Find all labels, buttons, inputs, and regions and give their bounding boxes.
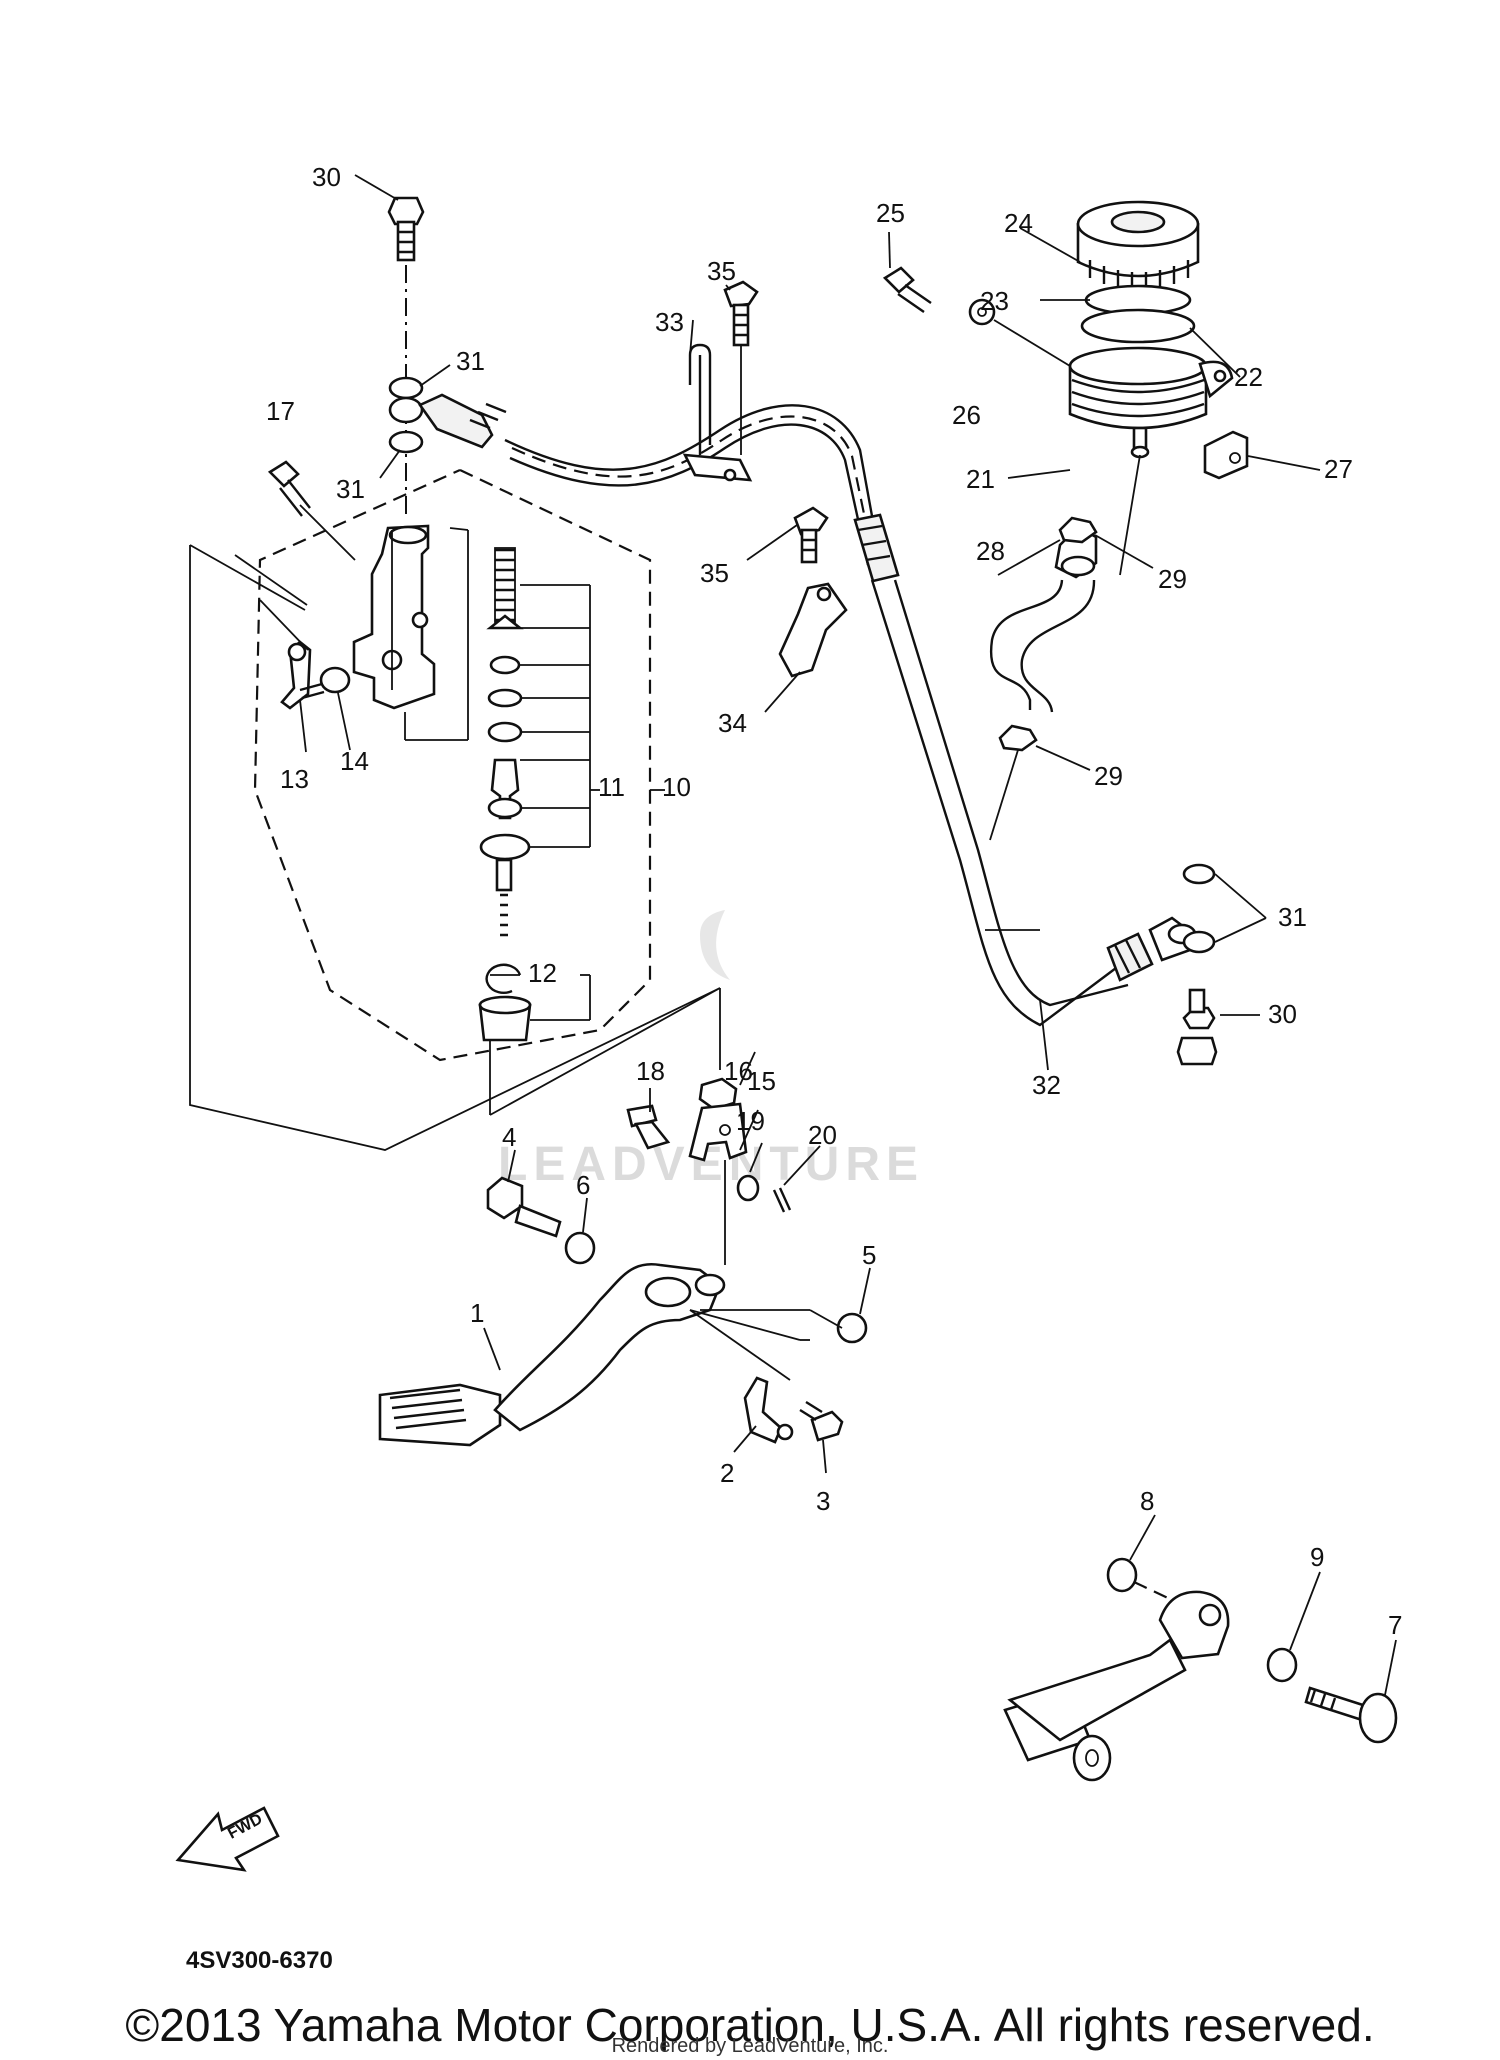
callout-12: 12 xyxy=(528,958,557,988)
callout-25: 25 xyxy=(876,198,905,228)
callout-35-top: 35 xyxy=(707,256,736,286)
callout-7: 7 xyxy=(1388,1610,1402,1640)
callout-34: 34 xyxy=(718,708,747,738)
callout-29-top: 29 xyxy=(1158,564,1187,594)
callout-3: 3 xyxy=(816,1486,830,1516)
reservoir-hose xyxy=(989,516,1098,841)
bolt-17 xyxy=(267,460,356,561)
joint-fitting xyxy=(234,554,351,710)
callout-16: 16 xyxy=(724,1056,753,1086)
callout-29-mid: 29 xyxy=(1094,761,1123,791)
callout-14: 14 xyxy=(340,746,369,776)
callout-24: 24 xyxy=(1004,208,1033,238)
piston-kit xyxy=(478,547,665,1042)
callout-18: 18 xyxy=(636,1056,665,1086)
watermark: LEADVENTURE xyxy=(498,910,924,1191)
callout-11: 11 xyxy=(598,772,625,802)
callout-33: 33 xyxy=(655,307,684,337)
callout-28: 28 xyxy=(976,536,1005,566)
callout-31-mid: 31 xyxy=(336,474,365,504)
diagram-code: 4SV300-6370 xyxy=(186,1947,333,1974)
callout-21: 21 xyxy=(966,464,995,494)
union-bolt-top xyxy=(387,196,425,520)
watermark-text: LEADVENTURE xyxy=(498,1138,924,1191)
callout-19: 19 xyxy=(736,1106,765,1136)
callout-5: 5 xyxy=(862,1240,876,1270)
callout-30-top: 30 xyxy=(312,162,341,192)
brake-hose xyxy=(418,393,1198,1027)
callout-2: 2 xyxy=(720,1458,734,1488)
callout-13: 13 xyxy=(280,764,309,794)
callout-4: 4 xyxy=(502,1122,516,1152)
master-cylinder-box xyxy=(189,468,721,1151)
callout-10: 10 xyxy=(662,772,691,802)
callout-23: 23 xyxy=(980,286,1009,316)
hose-guide xyxy=(778,582,848,678)
callout-17: 17 xyxy=(266,396,295,426)
master-cylinder-body xyxy=(352,524,469,741)
callout-35-mid: 35 xyxy=(700,558,729,588)
clevis-parts xyxy=(626,1077,792,1265)
callout-20: 20 xyxy=(808,1120,837,1150)
callout-31-top: 31 xyxy=(456,346,485,376)
pivot-bolt xyxy=(486,1176,596,1265)
leader-lines xyxy=(299,174,1397,1696)
callout-1: 1 xyxy=(470,1298,484,1328)
callout-32: 32 xyxy=(1032,1070,1061,1100)
shift-pedal xyxy=(1003,1557,1398,1782)
pedal-hardware xyxy=(700,1309,868,1444)
callout-22: 22 xyxy=(1234,362,1263,392)
hose-bracket xyxy=(682,280,829,564)
callout-30-right: 30 xyxy=(1268,999,1297,1029)
callout-6: 6 xyxy=(576,1170,590,1200)
callout-8: 8 xyxy=(1140,1486,1154,1516)
callout-15: 15 xyxy=(747,1066,776,1096)
rendered-by-notice: Rendered by LeadVenture, Inc. xyxy=(611,2035,889,2057)
copyright-notice: ©2013 Yamaha Motor Corporation, U.S.A. A… xyxy=(125,1999,1375,2051)
callout-27: 27 xyxy=(1324,454,1353,484)
callout-labels: 30 31 31 17 13 14 11 10 12 33 35 35 34 2… xyxy=(266,162,1402,1640)
reservoir-assembly xyxy=(882,200,1249,576)
brake-pedal xyxy=(378,1262,810,1447)
callout-26: 26 xyxy=(952,400,981,430)
union-bolt-bottom xyxy=(1176,863,1218,1066)
callout-9: 9 xyxy=(1310,1542,1324,1572)
callout-31-right: 31 xyxy=(1278,902,1307,932)
fwd-arrow-icon: FWD xyxy=(175,1806,280,1872)
